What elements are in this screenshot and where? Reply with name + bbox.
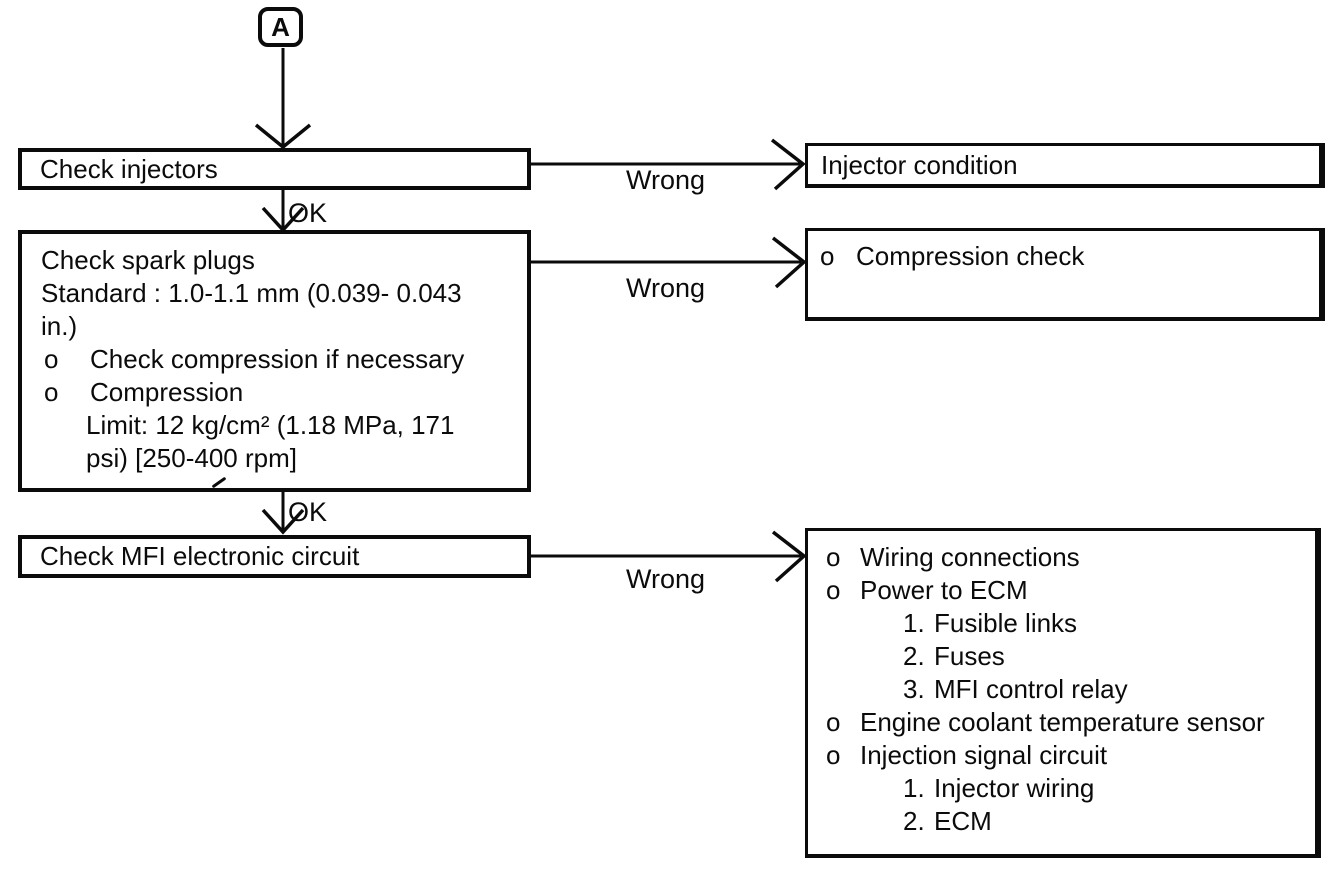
connector-a: A xyxy=(258,7,303,47)
spark-plugs-line-text: Check spark plugs xyxy=(41,245,255,275)
spark-plugs-line-text: Limit: 12 kg/cm² (1.18 MPa, 171 xyxy=(86,410,455,440)
result-compression-check-title: Compression check xyxy=(856,241,1085,271)
mfi-cause-subitem: 2. ECM xyxy=(824,805,1311,838)
number-marker: 3. xyxy=(903,674,925,704)
spark-plugs-line: o Check compression if necessary xyxy=(41,343,521,376)
edge-label-ok-2: OK xyxy=(288,497,328,527)
compression-check-line: o Compression check xyxy=(820,240,1313,273)
number-marker: 2. xyxy=(903,806,925,836)
result-box-injector-condition: Injector condition xyxy=(805,143,1325,188)
mfi-cause-subitem: 3. MFI control relay xyxy=(824,673,1311,706)
result-injector-condition-title: Injector condition xyxy=(821,149,1018,180)
mfi-cause-text: Engine coolant temperature sensor xyxy=(860,707,1265,737)
mfi-cause-text: Fusible links xyxy=(934,608,1078,638)
mfi-cause-item: o Engine coolant temperature sensor xyxy=(824,706,1311,739)
result-box-compression-check: o Compression check xyxy=(805,228,1325,321)
spark-plugs-line: in.) xyxy=(41,310,521,343)
spark-plugs-line-text: Check compression if necessary xyxy=(90,344,465,374)
mfi-cause-subitem: 1. Fusible links xyxy=(824,607,1311,640)
mfi-cause-text: Injection signal circuit xyxy=(860,740,1108,770)
edge-label-ok-1: OK xyxy=(288,198,328,228)
mfi-cause-item: o Wiring connections xyxy=(824,541,1311,574)
arrowhead-step2-to-step3 xyxy=(261,508,305,535)
mfi-cause-text: Fuses xyxy=(934,641,1005,671)
spark-plugs-line-text: in.) xyxy=(41,311,78,341)
bullet-marker: o xyxy=(826,575,841,605)
bullet-marker: o xyxy=(44,344,59,374)
arrowhead-step2-to-result2 xyxy=(771,236,807,289)
number-marker: 1. xyxy=(903,608,925,638)
connector-a-label: A xyxy=(271,11,290,42)
spark-plugs-line: o Compression xyxy=(41,376,521,409)
mfi-cause-text: Wiring connections xyxy=(860,542,1080,572)
arrowhead-a-to-step1 xyxy=(254,123,312,150)
edge-label-wrong-2: Wrong xyxy=(626,273,706,303)
step-box-check-mfi-circuit: Check MFI electronic circuit xyxy=(18,535,531,578)
mfi-cause-subitem: 1. Injector wiring xyxy=(824,772,1311,805)
mfi-cause-text: MFI control relay xyxy=(934,674,1128,704)
bullet-marker: o xyxy=(826,707,841,737)
bullet-marker: o xyxy=(826,542,841,572)
mfi-cause-text: ECM xyxy=(934,806,992,836)
step-box-check-spark-plugs: Check spark plugs Standard : 1.0-1.1 mm … xyxy=(18,230,531,492)
spark-plugs-line: Limit: 12 kg/cm² (1.18 MPa, 171 xyxy=(41,409,521,442)
mfi-cause-text: Power to ECM xyxy=(860,575,1028,605)
mfi-cause-subitem: 2. Fuses xyxy=(824,640,1311,673)
spark-plugs-line: psi) [250-400 rpm] xyxy=(41,442,521,475)
spark-plugs-line-text: Compression xyxy=(90,377,244,407)
bullet-marker: o xyxy=(826,740,841,770)
spark-plugs-line-text: psi) [250-400 rpm] xyxy=(86,443,297,473)
mfi-cause-text: Injector wiring xyxy=(934,773,1095,803)
number-marker: 2. xyxy=(903,641,925,671)
edge-label-wrong-1: Wrong xyxy=(626,165,706,195)
arrowhead-step1-to-result1 xyxy=(770,138,806,191)
bullet-marker: o xyxy=(820,241,835,271)
spark-plugs-line: Standard : 1.0-1.1 mm (0.039- 0.043 xyxy=(41,277,521,310)
step-check-mfi-circuit-title: Check MFI electronic circuit xyxy=(40,541,360,571)
step-box-check-injectors: Check injectors xyxy=(18,148,531,190)
result-box-mfi-causes: o Wiring connections o Power to ECM 1. F… xyxy=(805,528,1321,858)
number-marker: 1. xyxy=(903,773,925,803)
mfi-cause-item: o Power to ECM xyxy=(824,574,1311,607)
bullet-marker: o xyxy=(44,377,59,407)
arrowhead-step3-to-result3 xyxy=(771,530,807,583)
mfi-cause-item: o Injection signal circuit xyxy=(824,739,1311,772)
spark-plugs-line-text: Standard : 1.0-1.1 mm (0.039- 0.043 xyxy=(41,278,462,308)
step-check-injectors-title: Check injectors xyxy=(40,153,218,184)
spark-plugs-line: Check spark plugs xyxy=(41,244,521,277)
edge-label-wrong-3: Wrong xyxy=(626,564,706,594)
